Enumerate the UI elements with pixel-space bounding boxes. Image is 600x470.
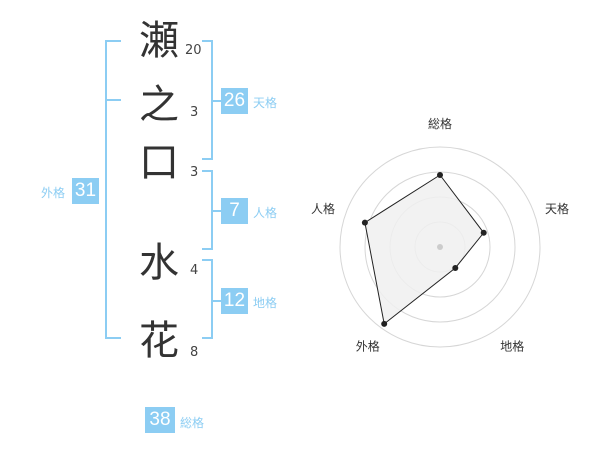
stroke-count-3: 3 bbox=[190, 165, 199, 180]
jinkaku-label: 人格 bbox=[253, 206, 278, 220]
tenkaku-bracket-tick bbox=[211, 100, 221, 102]
tenkaku-label: 天格 bbox=[253, 96, 278, 110]
jinkaku-bracket-bottom bbox=[202, 248, 213, 250]
gaikaku-bracket-top bbox=[105, 40, 121, 42]
chikaku-bracket-vertical bbox=[211, 259, 213, 339]
tenkaku-bracket-top bbox=[202, 40, 213, 42]
gaikaku-bracket-bottom bbox=[105, 337, 121, 339]
jinkaku-value-badge: 7 bbox=[221, 198, 248, 224]
stroke-count-4: 4 bbox=[190, 263, 199, 278]
soukaku-value-badge: 38 bbox=[145, 407, 175, 433]
radar-axis-label-5: 人格 bbox=[311, 201, 335, 216]
radar-data-polygon bbox=[364, 174, 485, 325]
chikaku-bracket-top bbox=[202, 259, 213, 261]
radar-point-5 bbox=[361, 219, 368, 226]
stroke-count-5: 8 bbox=[190, 345, 199, 360]
gaikaku-bracket-vertical bbox=[105, 40, 107, 339]
chikaku-label: 地格 bbox=[253, 296, 278, 310]
radar-center-dot bbox=[437, 244, 443, 250]
radar-axis-label-3: 地格 bbox=[500, 339, 524, 354]
radar-point-1 bbox=[437, 172, 443, 178]
radar-point-4 bbox=[381, 320, 388, 327]
stroke-count-1: 20 bbox=[185, 43, 202, 58]
name-char-4: 水 bbox=[139, 240, 179, 286]
gaikaku-value-badge: 31 bbox=[72, 178, 99, 204]
stroke-count-2: 3 bbox=[190, 105, 199, 120]
chikaku-bracket-tick bbox=[211, 300, 221, 302]
jinkaku-bracket-tick bbox=[211, 210, 221, 212]
name-char-5: 花 bbox=[139, 318, 179, 364]
gaikaku-bracket-mid bbox=[105, 99, 121, 101]
tenkaku-value-badge: 26 bbox=[221, 88, 248, 114]
radar-axis-label-4: 外格 bbox=[356, 339, 380, 354]
tenkaku-bracket-bottom bbox=[202, 158, 213, 160]
radar-point-2 bbox=[480, 229, 487, 236]
name-char-1: 瀬 bbox=[139, 18, 179, 64]
chikaku-value-badge: 12 bbox=[221, 288, 248, 314]
radar-point-3 bbox=[452, 265, 459, 271]
name-char-2: 之 bbox=[139, 82, 179, 128]
name-char-3: 口 bbox=[139, 140, 179, 186]
radar-axis-label-1: 総格 bbox=[428, 116, 452, 131]
soukaku-label: 総格 bbox=[180, 416, 205, 430]
chikaku-bracket-bottom bbox=[202, 337, 213, 339]
jinkaku-bracket-top bbox=[202, 170, 213, 172]
gaikaku-label: 外格 bbox=[41, 186, 66, 200]
radar-grid-ring bbox=[339, 146, 541, 348]
radar-axis-label-2: 天格 bbox=[545, 201, 569, 216]
